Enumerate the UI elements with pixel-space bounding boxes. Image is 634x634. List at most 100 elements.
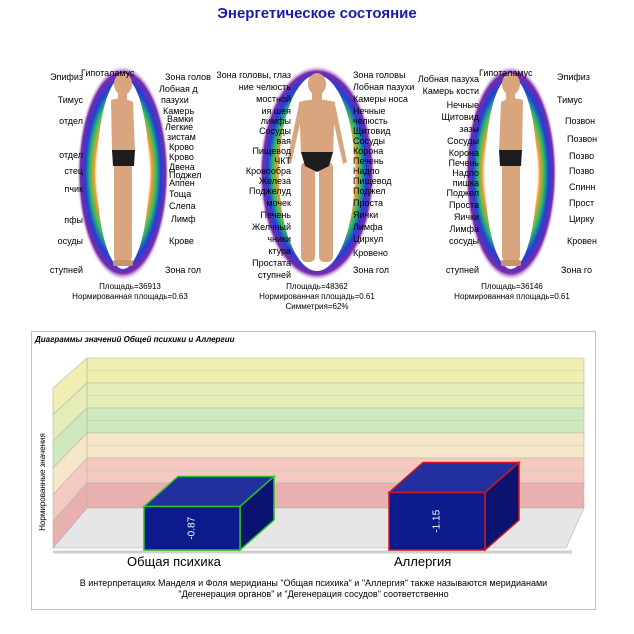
chart-caption-line-2: "Дегенерация органов" и "Дегенерация сос… [178,589,449,599]
figure-center-symmetry: Симметрия=62% [285,302,349,311]
figure-center-left-label-12: мочек [266,198,291,208]
figure-right-right-label-2: Позвон [565,116,596,126]
figure-center-right-label-0: Зона головы [353,70,406,80]
figure-right-area: Площадь=36146 [481,282,543,291]
figure-center-right-label-15: Циркул [353,234,384,244]
category-label-allergy: Аллергия [394,554,452,569]
figure-right-right-label-1: Тимус [557,95,583,105]
figure-center-left-label-17: Простата [252,258,291,268]
figure-left-right-label-16: Зона гол [165,265,202,275]
aura-figure-left [77,65,169,281]
figure-right-left-label-8: Надпо [452,168,479,178]
figure-center-right-label-14: Лимфа [353,222,383,232]
figure-right-right-label-8: Цирку [569,214,595,224]
figure-right-left-label-11: Проста [448,200,479,210]
figure-left-right-label-6: зистам [167,132,196,142]
bar-value-label: -0.87 [187,516,198,539]
figure-center-left-label-9: Кровообра [245,166,291,176]
figure-right-left-label-9: пишка [452,178,479,188]
figure-center-left-label-6: вая [276,136,291,146]
figure-right-left-label-7: Печень [448,158,479,168]
figure-center-right-label-8: Печень [353,156,384,166]
figure-center-area: Площадь=48362 [286,282,348,291]
aura-figure-center [259,65,375,281]
figure-left: Эпифиз Тимус отдел отдел стец пчик пфы о… [50,62,211,284]
figure-center-left-label-2: мостной [256,94,291,104]
figure-left-label-2: отдел [59,116,83,126]
figure-center-left-label-15: чники [267,234,291,244]
figure-center-left-label-16: ктура [268,246,291,256]
bar-value-label: -1.15 [432,509,443,532]
figure-left-normalized-area: Нормированная площадь=0.63 [72,292,188,301]
figure-left-area: Площадь=36913 [99,282,161,291]
figure-center-left-label-10: Железа [258,176,291,186]
figure-right-left-label-15: ступней [445,265,479,275]
figure-right-right-label-3: Позвон [567,134,598,144]
figure-center-right-label-4: челюсть [353,116,388,126]
chart-title: Диаграммы значений Общей психики и Аллер… [35,335,235,344]
chart-canvas: Нормированные значения-0.87-1.15 [38,357,585,554]
figure-center-left-label-0: Зона головы, глаз [216,70,291,80]
figure-right-left-label-1: Камерь кости [422,86,479,96]
figure-center-left-label-1: ние челюсть [238,82,291,92]
figure-left-label-0: Эпифиз [50,72,83,82]
figure-center-right-label-12: Проста [353,198,384,208]
figure-left-label-4: стец [64,166,83,176]
figure-center-right-label-13: Яички [353,210,379,220]
figure-right-left-label-0: Лобная пазуха [417,74,479,84]
aura-figure-right [465,65,557,281]
figure-right: Лобная пазуха Камерь кости Нечные Щитови… [418,62,597,284]
figure-center-normalized-area: Нормированная площадь=0.61 [259,292,375,301]
figure-center-left-label-14: Желчный [251,222,291,232]
figure-center-right-label-2: Камеры носа [353,94,408,104]
figure-center-right-label-6: Сосуды [353,136,385,146]
figure-left-right-label-12: Тоща [169,189,192,199]
figure-left-right-label-13: Слепа [169,201,196,211]
figure-right-right-label-4: Позво [569,151,595,161]
figure-left-label-3: отдел [59,150,83,160]
figure-center-right-label-16: Кровено [353,248,388,258]
figure-left-right-label-1: Лобная д [159,84,198,94]
figure-left-right-label-9: Двена [169,162,195,172]
figure-right-left-label-3: Щитовид [441,112,479,122]
figure-center-right-label-3: Нечные [353,106,386,116]
figure-center-left-label-3: ия шея [261,106,291,116]
figure-right-top-label-0: Гипоталамус [479,68,533,78]
figure-left-right-label-7: Крово [169,142,194,152]
figure-left-right-label-2: пазухи [161,95,189,105]
figure-left-right-label-10: Поджел [169,170,202,180]
page-title: Энергетическое состояние [217,5,417,22]
figure-center-left-label-8: ЧКТ [274,156,291,166]
bar-front-face [143,505,241,551]
figure-center-left-label-5: Сосуды [259,126,291,136]
figure-right-left-label-4: зазы [459,124,479,134]
figure-left-right-label-5: Легкие [165,122,194,132]
figure-center: Зона головы, глаз ние челюсть мостной ия… [216,62,414,284]
figure-right-left-label-12: Яички [453,212,479,222]
category-label-general-psyche: Общая психика [127,554,221,569]
figure-right-right-label-6: Спинн [569,182,596,192]
figure-right-right-label-7: Прост [569,198,595,208]
figure-center-left-label-11: Поджелуд [249,186,291,196]
figure-right-left-label-10: Поджел [446,188,479,198]
figure-left-right-label-15: Крове [169,236,194,246]
bar-front-face [388,491,486,551]
figure-right-right-label-0: Эпифиз [557,72,590,82]
figure-right-stats: Площадь=36146 Нормированная площадь=0.61 [452,282,572,302]
figure-center-left-label-13: Печень [260,210,291,220]
figure-left-right-label-0: Зона голов [165,72,211,82]
figure-right-right-label-10: Зона го [561,265,593,275]
figure-left-right-label-11: Аппен [169,178,195,188]
figure-center-right-label-17: Зона гол [353,265,390,275]
figure-center-left-label-7: Пищевод [252,146,291,156]
figure-center-stats: Площадь=48362 Нормированная площадь=0.61… [257,282,377,312]
figures-row: Эпифиз Тимус отдел отдел стец пчик пфы о… [0,62,634,320]
figure-right-left-label-14: сосуды [448,236,479,246]
figure-left-right-label-4: Вамки [167,114,194,124]
figure-center-right-label-9: Надпо [353,166,380,176]
figure-left-label-8: ступней [49,265,83,275]
figure-center-left-label-18: ступней [257,270,291,280]
figure-center-right-label-7: Корона [353,146,384,156]
figure-center-right-label-10: Пищевод [353,176,392,186]
figure-right-left-label-13: Лимфа [449,224,479,234]
